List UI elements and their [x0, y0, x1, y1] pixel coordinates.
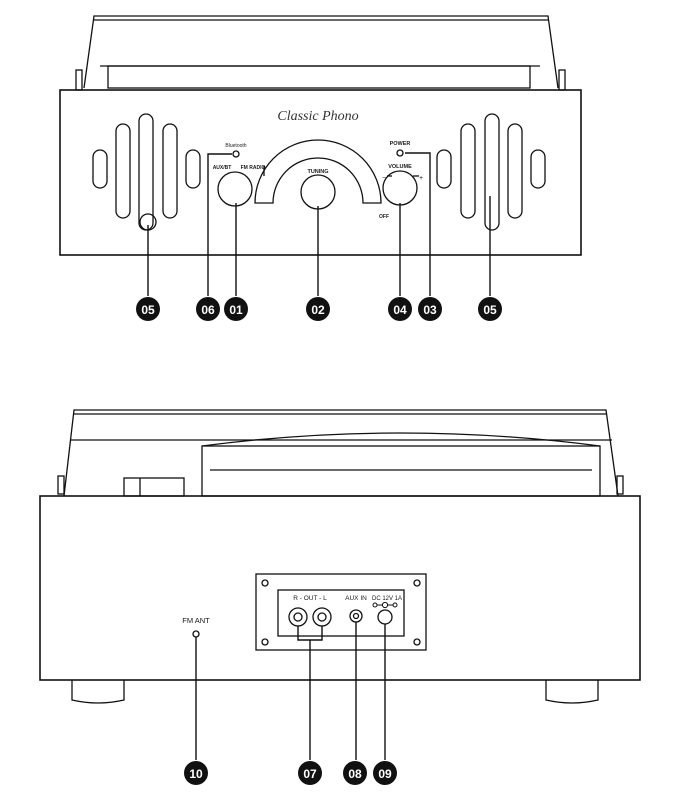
svg-text:03: 03: [423, 303, 437, 317]
power-led-icon: [396, 149, 404, 157]
callout-02: 02: [306, 297, 330, 321]
front-leader-lines: [147, 152, 491, 296]
callout-09: 09: [373, 761, 397, 785]
dc-label: DC 12V 1A: [372, 596, 402, 602]
callout-10: 10: [184, 761, 208, 785]
callout-07: 07: [298, 761, 322, 785]
svg-text:02: 02: [311, 303, 325, 317]
back-platter-band: [201, 445, 601, 497]
dc-polarity-icon: [372, 601, 398, 609]
callout-08: 08: [343, 761, 367, 785]
svg-text:09: 09: [378, 767, 392, 781]
svg-text:08: 08: [348, 767, 362, 781]
fm-antenna-terminal[interactable]: [192, 630, 200, 638]
out-label: R - OUT - L: [293, 595, 327, 602]
volume-plus-label: +: [419, 175, 423, 182]
callout-05-left: 05: [136, 297, 160, 321]
tuning-label: TUNING: [307, 169, 328, 175]
front-hinge-left: [75, 69, 83, 91]
fm-ant-label: FM ANT: [182, 616, 210, 625]
bluetooth-led-icon: [232, 150, 240, 158]
foot-right: [545, 680, 599, 704]
connector-panel: [255, 573, 427, 651]
callout-03: 03: [418, 297, 442, 321]
off-label: OFF: [379, 214, 389, 220]
dc-in-jack[interactable]: [377, 609, 393, 625]
svg-text:06: 06: [201, 303, 215, 317]
front-platter-band: [107, 65, 531, 89]
fm-radio-label: FM RADIO: [241, 165, 266, 171]
back-view: [39, 409, 641, 760]
svg-text:01: 01: [229, 303, 243, 317]
callout-06: 06: [196, 297, 220, 321]
front-hinge-right: [558, 69, 566, 91]
foot-left: [71, 680, 125, 704]
svg-text:10: 10: [189, 767, 203, 781]
aux-in-label: AUX IN: [345, 595, 367, 602]
right-speaker-grille: [436, 113, 546, 231]
back-dust-cover: [63, 409, 619, 497]
tuning-arch: [254, 139, 382, 204]
back-leader-lines: [195, 622, 386, 760]
volume-minus-label: −: [382, 175, 386, 182]
power-label: POWER: [390, 141, 411, 147]
left-speaker-grille: [92, 113, 201, 231]
function-knob[interactable]: [217, 171, 253, 207]
callout-05-right: 05: [478, 297, 502, 321]
tonearm-block: [123, 477, 185, 497]
back-platter-arc: [201, 432, 601, 447]
svg-text:05: 05: [483, 303, 497, 317]
aux-in-jack[interactable]: [349, 609, 363, 623]
back-cabinet: [39, 495, 641, 681]
rca-out-left-jack[interactable]: [312, 607, 332, 627]
bluetooth-label: Bluetooth: [225, 143, 246, 149]
front-view: [59, 15, 582, 296]
tuning-knob[interactable]: [300, 174, 336, 210]
rca-out-right-jack[interactable]: [288, 607, 308, 627]
volume-label: VOLUME: [388, 164, 412, 170]
front-dust-cover: [83, 15, 559, 89]
aux-bt-label: AUX/BT: [213, 165, 232, 171]
brand-logo: Classic Phono: [277, 109, 358, 124]
callout-04: 04: [388, 297, 412, 321]
svg-text:04: 04: [393, 303, 407, 317]
svg-text:05: 05: [141, 303, 155, 317]
front-cabinet: [59, 89, 582, 256]
svg-text:07: 07: [303, 767, 317, 781]
callout-01: 01: [224, 297, 248, 321]
